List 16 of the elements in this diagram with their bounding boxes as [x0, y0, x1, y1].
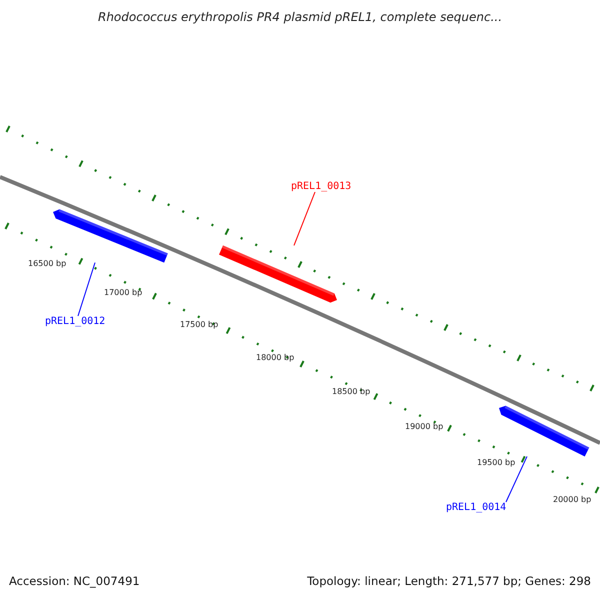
leader-line — [78, 262, 96, 316]
position-label: 19000 bp — [405, 422, 444, 431]
accession-label: Accession: NC_007491 — [9, 574, 140, 588]
title: Rhodococcus erythropolis PR4 plasmid pREL1, complete sequenc... — [96, 10, 504, 24]
gene-bar — [499, 406, 590, 456]
gene-label: pREL1_0012 — [45, 316, 106, 327]
leader-line — [506, 456, 528, 502]
leader-line — [294, 192, 316, 246]
position-label: 18000 bp — [256, 353, 294, 362]
summary-label: Topology: linear; Length: 271,577 bp; Genes: 298 — [307, 574, 591, 588]
gene-label: pREL1_0014 — [446, 502, 506, 513]
gene-label: pREL1_0013 — [291, 181, 352, 192]
position-label: 20000 bp — [553, 495, 592, 504]
position-label: 18500 bp — [332, 387, 370, 396]
gene-bar — [219, 245, 337, 303]
position-label: 16500 bp — [28, 259, 66, 268]
